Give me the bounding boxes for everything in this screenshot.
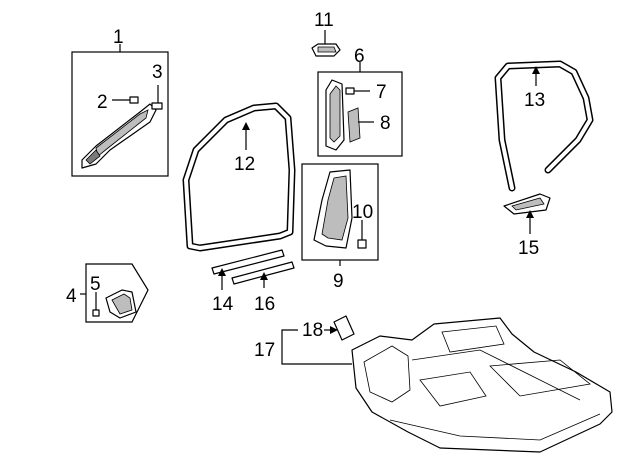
pillar-garnish-foot (85, 149, 101, 165)
carpet-front-left (363, 345, 411, 403)
pillar-garnish-shading (95, 109, 149, 157)
scuff-plate-14 (211, 249, 285, 275)
callout-2: 2 (97, 92, 108, 113)
clip-2 (129, 96, 139, 104)
weatherstrip-13 (494, 60, 594, 192)
callout-12: 12 (234, 154, 255, 175)
rear-scuff-plate (503, 193, 551, 234)
clip-7 (345, 87, 355, 95)
seatbelt-adjuster-cover (347, 107, 361, 143)
callout-7: 7 (376, 82, 387, 103)
leader-18-arrow (330, 326, 338, 334)
scuff-plate-shading (511, 197, 545, 211)
group-4-box (85, 263, 149, 323)
callout-14: 14 (212, 294, 234, 315)
carpet-front-right (441, 325, 505, 353)
callout-8: 8 (380, 113, 391, 134)
leader-12-arrow (242, 122, 250, 130)
clip-5 (92, 309, 100, 317)
callout-15: 15 (518, 238, 539, 259)
center-pillar-upper-group (317, 62, 403, 157)
callout-6: 6 (354, 46, 365, 67)
weatherstrip-13-inner (496, 62, 592, 190)
weatherstrip-12 (182, 102, 296, 252)
front-pillar-garnish-group (71, 44, 169, 177)
clip-3 (151, 102, 163, 110)
floor-carpet (351, 317, 613, 453)
scuff-plate-16 (231, 261, 295, 285)
callout-5: 5 (90, 274, 101, 295)
lower-garnish-shading (321, 175, 349, 241)
carpet-tunnel (411, 349, 581, 401)
clip-10 (357, 239, 367, 249)
callout-3: 3 (152, 62, 163, 83)
leader-16-arrow (260, 272, 268, 280)
leader-13-arrow (532, 66, 540, 74)
leader-14-arrow (218, 268, 226, 276)
floor-carpet-group (281, 315, 613, 453)
leader-17 (281, 329, 352, 365)
callout-4: 4 (66, 286, 77, 307)
rear-door-weatherstrip (494, 60, 594, 192)
bracket-shading (317, 46, 337, 53)
callout-9: 9 (333, 271, 344, 292)
callout-17: 17 (254, 340, 275, 361)
weatherstrip-12-inner (184, 104, 294, 250)
callout-10: 10 (352, 202, 373, 223)
callout-13: 13 (524, 90, 545, 111)
cowl-side-trim-group (80, 263, 149, 323)
carpet-rear-left (419, 371, 487, 407)
callout-11: 11 (314, 10, 334, 31)
bracket-11 (311, 30, 341, 57)
carpet-rear-edge (389, 413, 601, 441)
callout-labels: 1 2 3 4 5 6 7 8 9 10 11 12 13 14 15 16 1… (66, 10, 545, 361)
callout-16: 16 (254, 294, 275, 315)
carpet-tag-18 (333, 315, 355, 341)
cowl-trim-shading (111, 293, 133, 315)
center-pillar-shading (329, 85, 341, 143)
carpet-rear-right (489, 359, 591, 397)
callout-1: 1 (113, 27, 124, 48)
center-pillar-lower-group (301, 163, 379, 266)
callout-18: 18 (302, 320, 323, 341)
leader-15-arrow (526, 210, 534, 218)
front-scuff-plates (211, 249, 295, 290)
front-door-weatherstrip (182, 102, 296, 252)
